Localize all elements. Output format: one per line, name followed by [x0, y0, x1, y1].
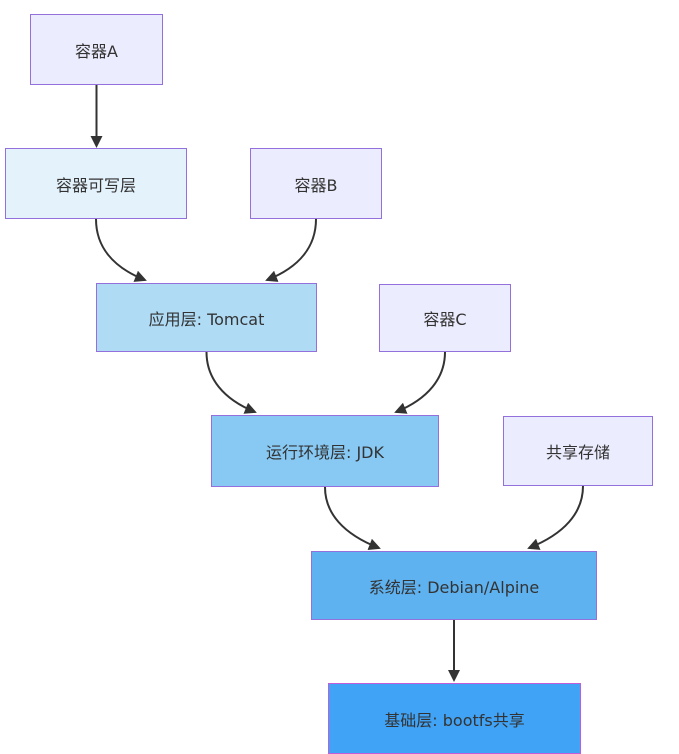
edge-containerB-appLayer	[265, 218, 317, 282]
edge-sharedStorage-systemLayer	[527, 485, 584, 550]
node-container-b-label: 容器B	[294, 175, 338, 195]
node-shared-storage-label: 共享存储	[545, 443, 610, 462]
node-app-layer-label: 应用层: Tomcat	[148, 309, 265, 329]
node-base-layer: 基础层: bootfs共享	[328, 683, 581, 754]
node-shared-storage: 共享存储	[503, 416, 653, 486]
node-container-c: 容器C	[379, 284, 511, 352]
node-base-layer-label: 基础层: bootfs共享	[384, 710, 525, 730]
node-system-layer-label: 系统层: Debian/Alpine	[368, 577, 540, 597]
node-container-a: 容器A	[30, 14, 163, 85]
node-container-a-label: 容器A	[75, 41, 118, 61]
node-runtime-layer-label: 运行环境层: JDK	[265, 443, 384, 462]
edge-writableLayer-appLayer	[95, 218, 147, 282]
node-writable-layer-label: 容器可写层	[55, 175, 136, 195]
edge-runtimeLayer-systemLayer	[324, 486, 381, 550]
edge-containerC-runtimeLayer	[394, 351, 446, 414]
node-container-b: 容器B	[250, 148, 382, 219]
edge-appLayer-runtimeLayer	[205, 351, 257, 414]
node-container-c-label: 容器C	[423, 310, 467, 329]
node-system-layer: 系统层: Debian/Alpine	[311, 551, 597, 620]
node-app-layer: 应用层: Tomcat	[96, 283, 317, 352]
node-runtime-layer: 运行环境层: JDK	[211, 415, 439, 487]
node-writable-layer: 容器可写层	[5, 148, 187, 219]
